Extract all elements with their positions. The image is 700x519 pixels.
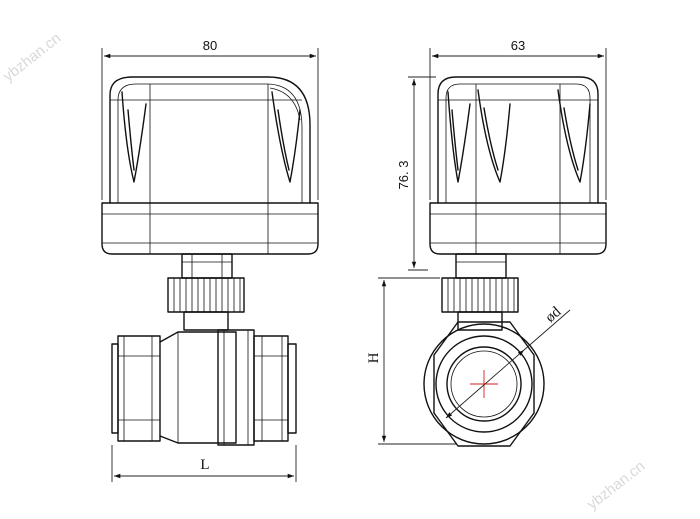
side-actuator-base	[429, 202, 607, 255]
length-dimension: L	[111, 445, 297, 482]
side-stem	[455, 253, 507, 279]
diameter-label: ød	[542, 304, 564, 326]
front-width-label: 80	[203, 38, 217, 53]
length-label: L	[200, 457, 209, 473]
side-width-label: 63	[511, 38, 525, 53]
front-actuator-cover	[109, 76, 311, 204]
watermark-bottom-right: ybzhan.cn	[584, 458, 648, 514]
overall-height-dimension: H	[366, 277, 456, 445]
watermark-top-left: ybzhan.cn	[0, 30, 64, 86]
side-actuator-cover	[437, 76, 599, 204]
front-knurled-nut	[167, 277, 245, 331]
front-width-dimension: 80	[101, 38, 319, 200]
diameter-dimension: ød	[445, 304, 571, 419]
actuator-height-dimension: 76. 3	[396, 76, 436, 271]
side-valve-end	[423, 321, 545, 447]
front-stem	[181, 253, 233, 279]
front-view	[101, 76, 319, 446]
side-width-dimension: 63	[429, 38, 607, 200]
actuator-height-label: 76. 3	[396, 161, 411, 190]
side-view	[423, 76, 607, 447]
side-knurled-nut	[441, 277, 519, 331]
front-actuator-base	[101, 202, 319, 255]
front-valve-body	[111, 329, 297, 446]
overall-height-label: H	[366, 352, 382, 363]
